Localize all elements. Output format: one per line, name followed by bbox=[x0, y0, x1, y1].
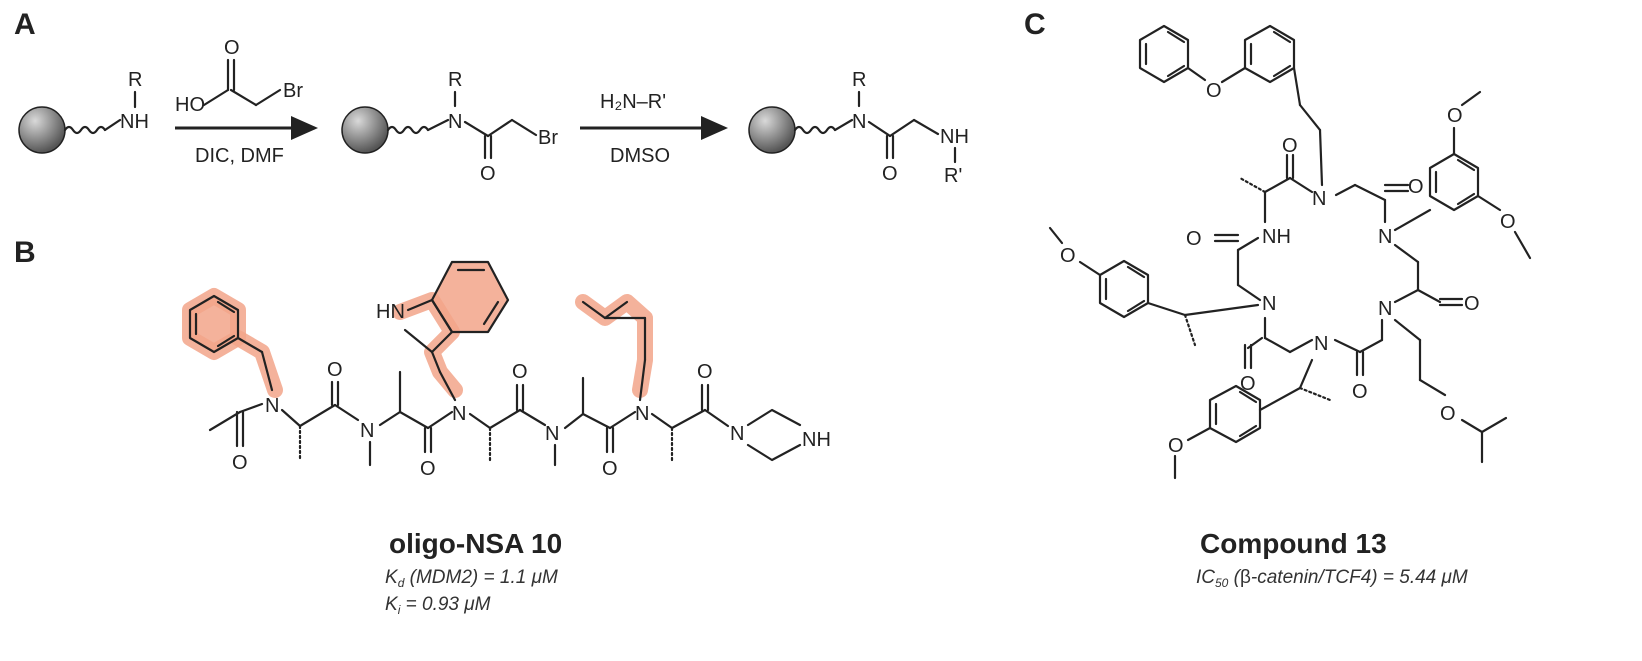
r-prime-label: R' bbox=[944, 165, 962, 187]
ic-prefix: IC bbox=[1196, 567, 1215, 588]
resin-bead-icon bbox=[341, 106, 389, 154]
ic-beta: β bbox=[1240, 567, 1251, 588]
o-label: O bbox=[512, 361, 528, 383]
ic-rest-b: -catenin/TCF4) = 5.44 μM bbox=[1251, 567, 1468, 588]
o-label: O bbox=[1186, 228, 1202, 250]
n-label: N bbox=[545, 423, 559, 445]
scheme-a: NH R HO O Br DIC, DMF N R O Br H₂N–R' DM… bbox=[18, 37, 969, 187]
sidechain-highlights bbox=[182, 262, 653, 398]
o-label: O bbox=[1060, 245, 1076, 267]
o-label: O bbox=[1408, 176, 1424, 198]
ho-label: HO bbox=[175, 94, 205, 116]
ic50-value: IC50 (β-catenin/TCF4) = 5.44 μM bbox=[1196, 567, 1468, 590]
ki-rest: = 0.93 μM bbox=[400, 594, 490, 615]
r-label: R bbox=[448, 69, 462, 91]
o-label: O bbox=[327, 359, 343, 381]
o-label: O bbox=[1282, 135, 1298, 157]
step1-reagent: DIC, DMF bbox=[195, 145, 284, 167]
ki-prefix: K bbox=[385, 594, 399, 615]
o-label: O bbox=[882, 163, 898, 185]
nh-label: NH bbox=[1262, 226, 1291, 248]
kd-rest: (MDM2) = 1.1 μM bbox=[404, 567, 558, 588]
nh-label: NH bbox=[940, 126, 969, 148]
n-label: N bbox=[1378, 298, 1392, 320]
n-label: N bbox=[1378, 226, 1392, 248]
wavy-linker bbox=[793, 125, 837, 135]
o-label: O bbox=[1206, 80, 1222, 102]
n-label: N bbox=[452, 403, 466, 425]
panel-label-c: C bbox=[1024, 8, 1046, 41]
ic-rest-a: ( bbox=[1228, 567, 1241, 588]
n-label: N bbox=[852, 111, 866, 133]
o-label: O bbox=[1352, 381, 1368, 403]
compound-name-13: Compound 13 bbox=[1200, 528, 1387, 559]
ic-sub: 50 bbox=[1215, 576, 1229, 590]
r-label: R bbox=[128, 69, 142, 91]
o-label: O bbox=[1447, 105, 1463, 127]
amine-reagent: H₂N–R' bbox=[600, 91, 666, 113]
n-label: N bbox=[1262, 293, 1276, 315]
ki-sub: i bbox=[398, 603, 401, 617]
wavy-linker bbox=[386, 125, 430, 135]
kd-sub: d bbox=[398, 576, 405, 590]
n-label: N bbox=[1314, 333, 1328, 355]
o-label: O bbox=[1500, 211, 1516, 233]
structure-compound-13: O N O NH O N O N bbox=[1048, 24, 1532, 480]
br-label: Br bbox=[283, 80, 303, 102]
panel-label-b: B bbox=[14, 236, 36, 269]
r-label: R bbox=[852, 69, 866, 91]
o-label: O bbox=[224, 37, 240, 59]
n-label: N bbox=[635, 403, 649, 425]
o-label: O bbox=[1440, 403, 1456, 425]
o-label: O bbox=[480, 163, 496, 185]
o-label: O bbox=[697, 361, 713, 383]
o-label: O bbox=[1168, 435, 1184, 457]
structure-oligo-nsa-10: O N O N O N O N O N bbox=[182, 260, 831, 480]
n-label: N bbox=[448, 111, 462, 133]
o-label: O bbox=[420, 458, 436, 480]
o-label: O bbox=[602, 458, 618, 480]
kd-prefix: K bbox=[385, 567, 399, 588]
nh-label: NH bbox=[802, 429, 831, 451]
resin-bead-icon bbox=[18, 106, 66, 154]
n-label: N bbox=[265, 395, 279, 417]
o-label: O bbox=[232, 452, 248, 474]
kd-value: Kd (MDM2) = 1.1 μM bbox=[385, 567, 558, 590]
o-label: O bbox=[1464, 293, 1480, 315]
compound-name-oligo-nsa: oligo-NSA 10 bbox=[389, 528, 562, 559]
resin-bead-icon bbox=[748, 106, 796, 154]
br-label: Br bbox=[538, 127, 558, 149]
step2-reagent: DMSO bbox=[610, 145, 670, 167]
nh-label: NH bbox=[120, 111, 149, 133]
panel-label-a: A bbox=[14, 8, 36, 41]
hn-label: HN bbox=[376, 301, 405, 323]
wavy-linker bbox=[63, 125, 107, 135]
n-label: N bbox=[730, 423, 744, 445]
n-label: N bbox=[1312, 188, 1326, 210]
n-label: N bbox=[360, 420, 374, 442]
ki-value: Ki = 0.93 μM bbox=[385, 594, 491, 617]
